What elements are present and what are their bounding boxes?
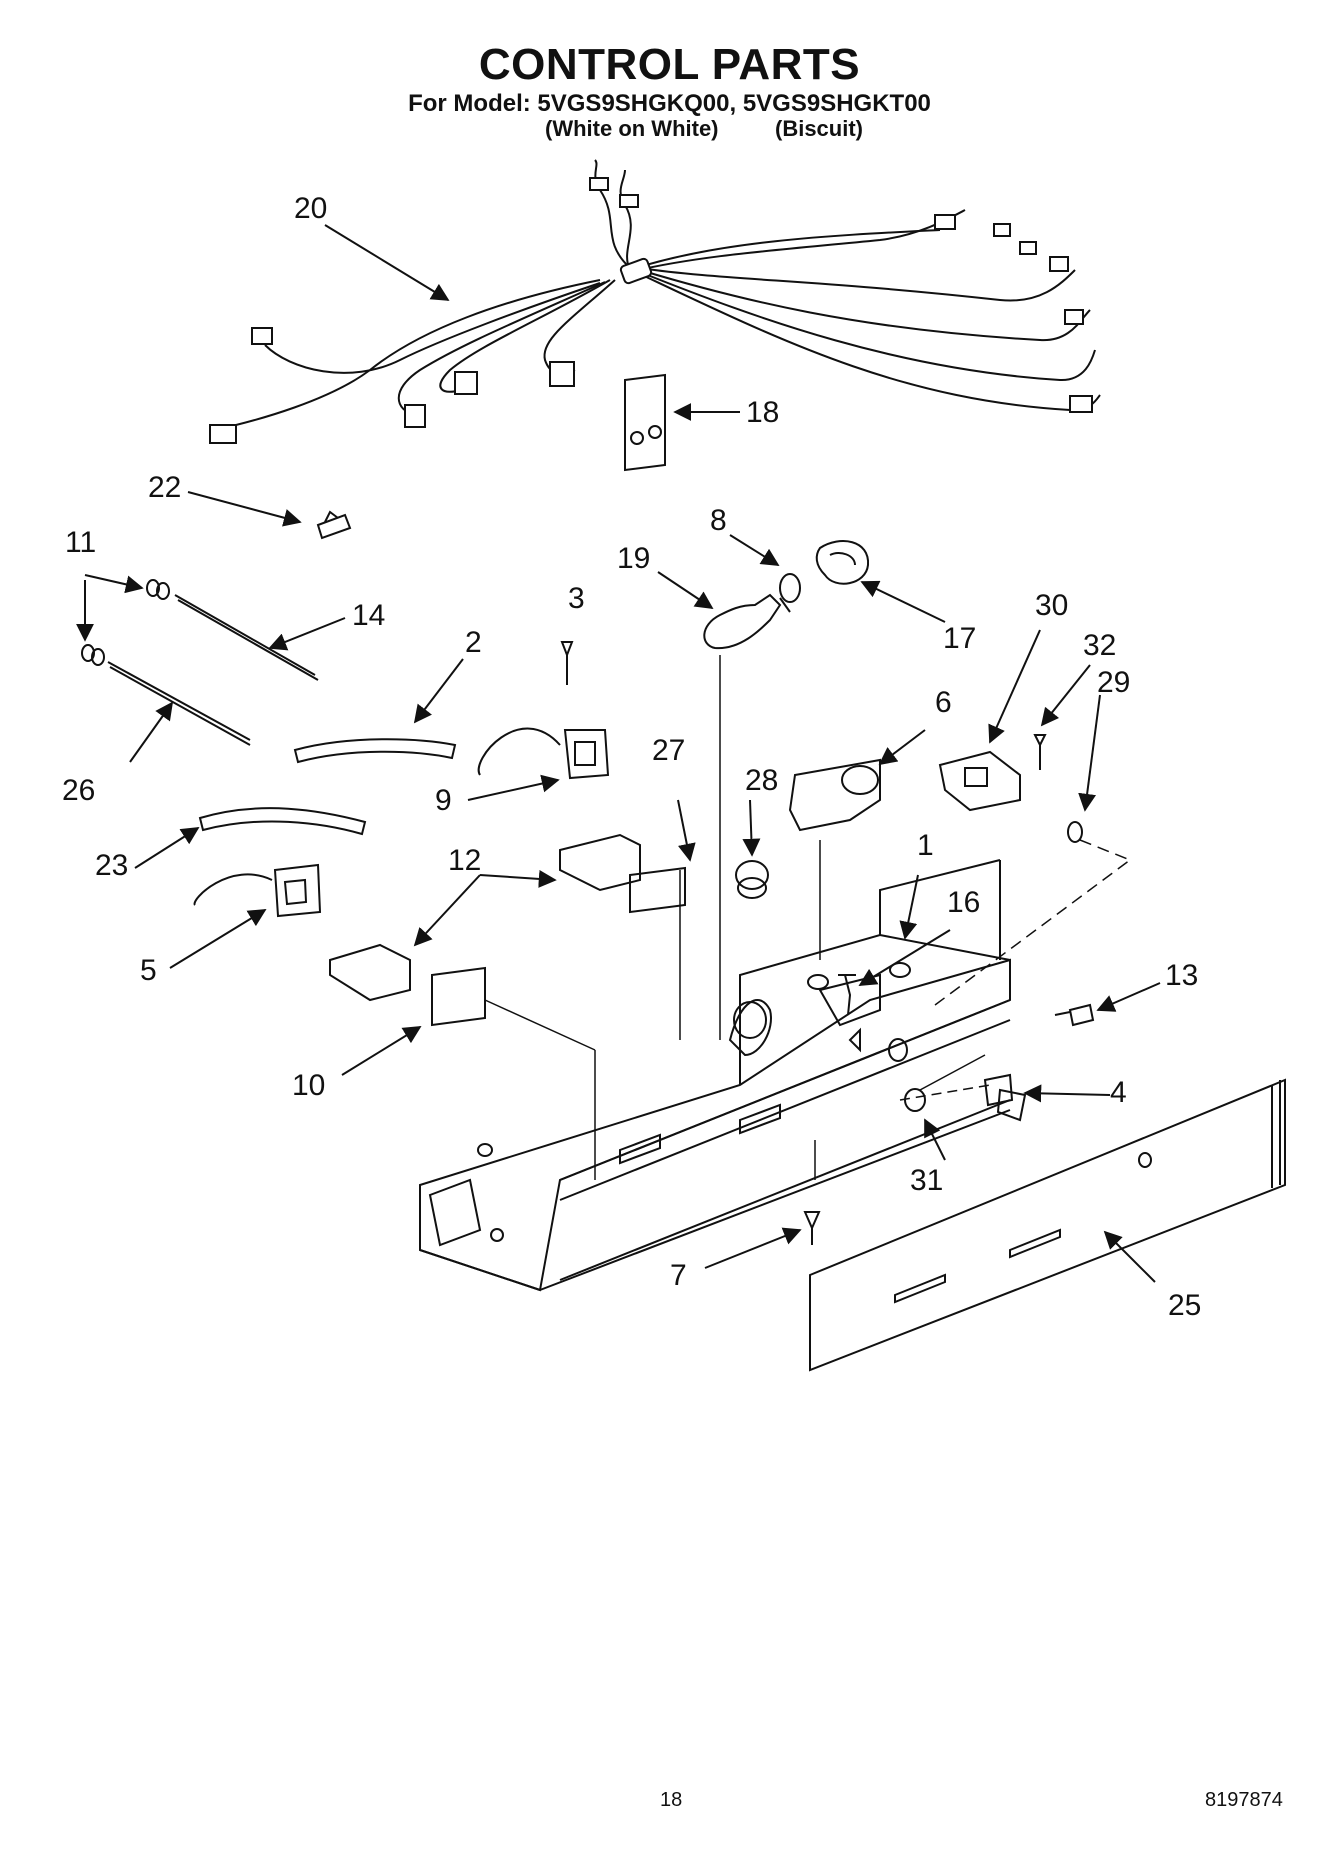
bulb-socket-part: [703, 540, 870, 650]
assembly-lines: [484, 655, 1132, 1180]
callout-4: 4: [1110, 1076, 1127, 1109]
page-title: CONTROL PARTS: [478, 40, 861, 89]
callout-27: 27: [652, 734, 685, 767]
capillary-tubes-part: [81, 579, 319, 746]
page-number: 18: [660, 1789, 683, 1811]
callout-28: 28: [745, 764, 778, 797]
callout-3: 3: [568, 582, 585, 615]
bracket-part: [329, 833, 641, 1002]
trim-strip-part: [809, 1078, 1286, 1372]
callout-22: 22: [148, 471, 181, 504]
callout-23: 23: [95, 849, 128, 882]
callout-2: 2: [465, 626, 482, 659]
callout-25: 25: [1168, 1289, 1201, 1322]
knob-part: [735, 860, 769, 899]
callout-14: 14: [352, 599, 385, 632]
callout-18: 18: [746, 396, 779, 429]
callout-5: 5: [140, 954, 157, 987]
callout-29: 29: [1097, 666, 1130, 699]
callout-30: 30: [1035, 589, 1068, 622]
leader-arrows: [76, 224, 1161, 1283]
document-number: 8197874: [1205, 1789, 1283, 1811]
switch-knob-part: [904, 1073, 1027, 1122]
callout-1: 1: [917, 829, 934, 862]
screws-part: [803, 974, 1095, 1245]
model-line: For Model: 5VGS9SHGKQ00, 5VGS9SHGKT00: [408, 90, 931, 117]
callout-20: 20: [294, 192, 327, 225]
switch-assembly-part: [477, 641, 610, 780]
callout-32: 32: [1083, 629, 1116, 662]
callout-8: 8: [710, 504, 727, 537]
clip-part: [316, 510, 352, 540]
variant-white: (White on White): [545, 116, 719, 141]
callout-9: 9: [435, 784, 452, 817]
tubing-part: [198, 738, 457, 836]
label-sheet-part: [431, 866, 686, 1027]
variant-biscuit: (Biscuit): [775, 116, 863, 141]
callout-13: 13: [1165, 959, 1198, 992]
callout-16: 16: [947, 886, 980, 919]
callout-31: 31: [910, 1164, 943, 1197]
callout-19: 19: [617, 542, 650, 575]
callout-labels: 20 18 22 11 14 8 19 17 3 2 30 32 29 26 9…: [62, 192, 1201, 1322]
mounting-plate-part: [624, 373, 666, 472]
wire-harness-part: [209, 159, 1101, 444]
timer-part: [788, 758, 881, 832]
callout-26: 26: [62, 774, 95, 807]
control-housing-part: [419, 859, 1011, 1292]
callout-10: 10: [292, 1069, 325, 1102]
callout-11: 11: [65, 526, 96, 559]
callout-6: 6: [935, 686, 952, 719]
callout-12: 12: [448, 844, 481, 877]
callout-17: 17: [943, 622, 976, 655]
control-board-part: [938, 734, 1083, 843]
switch-part: [193, 863, 322, 918]
callout-7: 7: [670, 1259, 687, 1292]
